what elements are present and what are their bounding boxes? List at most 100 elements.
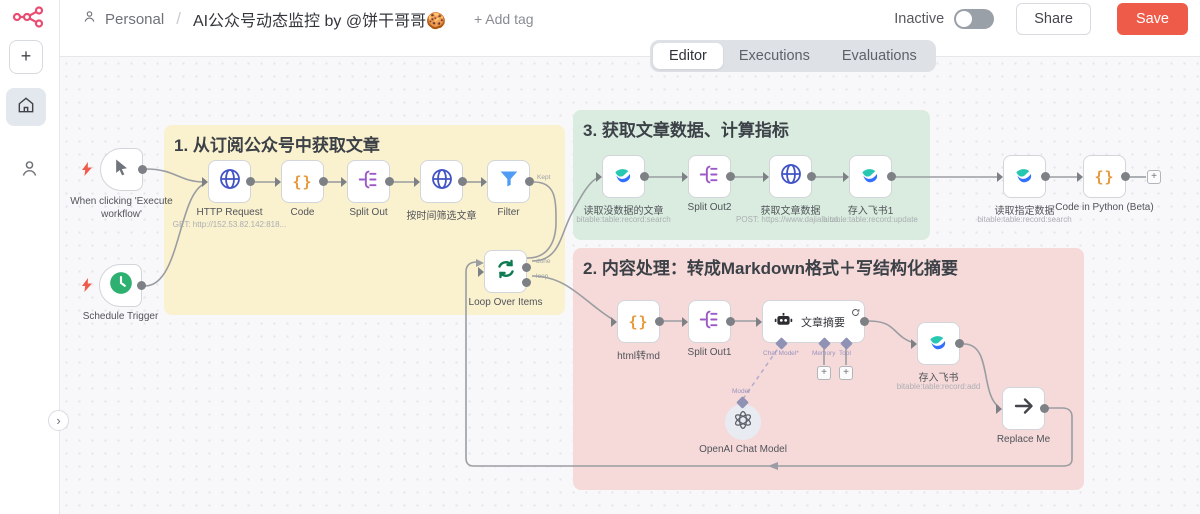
share-button[interactable]: Share [1016, 3, 1091, 35]
node-label: 按时间筛选文章 [406, 211, 477, 222]
output-port[interactable] [1121, 172, 1130, 181]
node-split-out2[interactable]: Split Out2 [682, 155, 735, 213]
node-schedule-trigger[interactable]: Schedule Trigger [83, 264, 158, 322]
n8n-logo-icon[interactable] [12, 6, 46, 33]
code-braces-icon: {} [1094, 167, 1115, 186]
breadcrumb: Personal / AI公众号动态监控 by @饼干哥哥🍪 + Add tag [82, 7, 534, 31]
node-read-specified[interactable]: 读取指定数据 bitable:table:record:search [977, 155, 1072, 224]
node-split-out1[interactable]: Split Out1 [682, 300, 735, 358]
save-button[interactable]: Save [1116, 3, 1188, 35]
feishu-icon [927, 330, 950, 358]
output-port[interactable] [860, 317, 869, 326]
node-code[interactable]: {} Code [275, 160, 328, 218]
output-port[interactable] [319, 177, 328, 186]
sidebar-item-user[interactable] [19, 158, 40, 184]
globe-icon [218, 167, 242, 196]
node-code-python[interactable]: {} Code in Python (Beta) [1055, 155, 1154, 213]
node-http-request[interactable]: HTTP Request GET: http://152.53.82.142:8… [173, 160, 286, 229]
input-port [996, 403, 1002, 414]
node-feishu1[interactable]: 存入飞书1 bitable:table:record:update [823, 155, 918, 224]
output-port[interactable] [246, 177, 255, 186]
node-label: 文章摘要 [801, 316, 845, 329]
output-port[interactable] [458, 177, 467, 186]
left-sidebar: + [0, 0, 60, 514]
node-label: HTTP Request [196, 207, 263, 218]
person-icon [82, 9, 97, 29]
top-bar: Personal / AI公众号动态监控 by @饼干哥哥🍪 + Add tag… [60, 0, 1200, 57]
output-port-loop[interactable] [522, 278, 531, 287]
add-tag-button[interactable]: + Add tag [474, 11, 534, 27]
model-port-label: Model [732, 388, 750, 395]
output-port[interactable] [525, 177, 534, 186]
input-port [682, 316, 688, 327]
output-port[interactable] [955, 339, 964, 348]
done-port-label: done [536, 258, 551, 265]
output-port[interactable] [807, 172, 816, 181]
sidebar-expand-button[interactable]: › [48, 410, 69, 431]
output-port[interactable] [887, 172, 896, 181]
tab-evaluations[interactable]: Evaluations [841, 48, 917, 64]
node-label: Filter [497, 207, 520, 218]
activation-toggle[interactable] [954, 9, 995, 29]
input-port [481, 176, 487, 187]
input-port [202, 176, 208, 187]
node-subtitle: bitable:table:record:search [977, 215, 1072, 224]
add-tool-endpoint[interactable]: + [839, 366, 853, 380]
input-port [756, 316, 762, 327]
node-filter[interactable]: Filter [481, 160, 534, 218]
output-port[interactable] [138, 165, 147, 174]
node-time-filter[interactable]: 按时间筛选文章 [407, 160, 477, 222]
add-memory-endpoint[interactable]: + [817, 366, 831, 380]
node-loop-over-items[interactable]: Loop Over Items [469, 250, 542, 308]
split-out-icon [699, 164, 720, 190]
node-label: Split Out2 [687, 202, 732, 213]
node-label: Code in Python (Beta) [1055, 202, 1154, 213]
group-title-1: 1. 从订阅公众号中获取文章 [174, 136, 380, 155]
node-manual-trigger[interactable]: When clicking 'Execute workflow' [70, 148, 173, 220]
feishu-icon [612, 163, 635, 191]
workflow-title[interactable]: AI公众号动态监控 by @饼干哥哥🍪 [192, 13, 447, 30]
node-replace-me[interactable]: Replace Me [996, 387, 1050, 445]
schedule-bolt-icon [82, 278, 92, 297]
filter-icon [499, 169, 519, 194]
output-port[interactable] [137, 281, 146, 290]
node-label: Replace Me [996, 434, 1051, 445]
node-article-summary-agent[interactable]: 文章摘要 [756, 300, 869, 343]
node-fetch-article-data[interactable]: 获取文章数据 POST: https://www.dajiala.co... [736, 155, 845, 224]
input-port [275, 176, 281, 187]
toggle-knob [956, 11, 973, 27]
split-out-icon [358, 169, 379, 195]
add-node-endpoint[interactable]: + [1147, 170, 1161, 184]
node-label: 读取没数据的文章 [583, 206, 664, 217]
view-tabs: Editor Executions Evaluations [650, 40, 936, 72]
feishu-icon [859, 163, 882, 191]
output-port[interactable] [1040, 404, 1049, 413]
node-openai-chat-model[interactable]: OpenAI Chat Model [699, 404, 787, 455]
node-split-out[interactable]: Split Out [341, 160, 394, 218]
code-braces-icon: {} [292, 172, 313, 191]
tab-editor[interactable]: Editor [653, 43, 723, 69]
project-name[interactable]: Personal [105, 10, 165, 28]
execute-bolt-icon [82, 162, 92, 181]
add-workflow-button[interactable]: + [9, 40, 43, 74]
output-port[interactable] [640, 172, 649, 181]
node-feishu-save[interactable]: 存入飞书 bitable:table:record:add [897, 322, 980, 391]
sidebar-item-home[interactable] [6, 88, 46, 126]
output-port[interactable] [385, 177, 394, 186]
input-port [763, 171, 769, 182]
tab-executions[interactable]: Executions [738, 48, 810, 64]
output-port[interactable] [655, 317, 664, 326]
input-port [478, 266, 484, 277]
node-label: 获取文章数据 [760, 206, 821, 217]
output-port-done[interactable] [522, 263, 531, 272]
input-port [1077, 171, 1083, 182]
output-port[interactable] [726, 172, 735, 181]
output-port[interactable] [1041, 172, 1050, 181]
cursor-icon [112, 157, 132, 182]
node-read-no-data[interactable]: 读取没数据的文章 bitable:table:record:search [576, 155, 671, 224]
node-html-to-md[interactable]: {} html转md [611, 300, 664, 362]
node-label: 读取指定数据 [994, 206, 1055, 217]
node-subtitle: POST: https://www.dajiala.co... [736, 215, 845, 224]
output-port[interactable] [726, 317, 735, 326]
input-port [911, 338, 917, 349]
